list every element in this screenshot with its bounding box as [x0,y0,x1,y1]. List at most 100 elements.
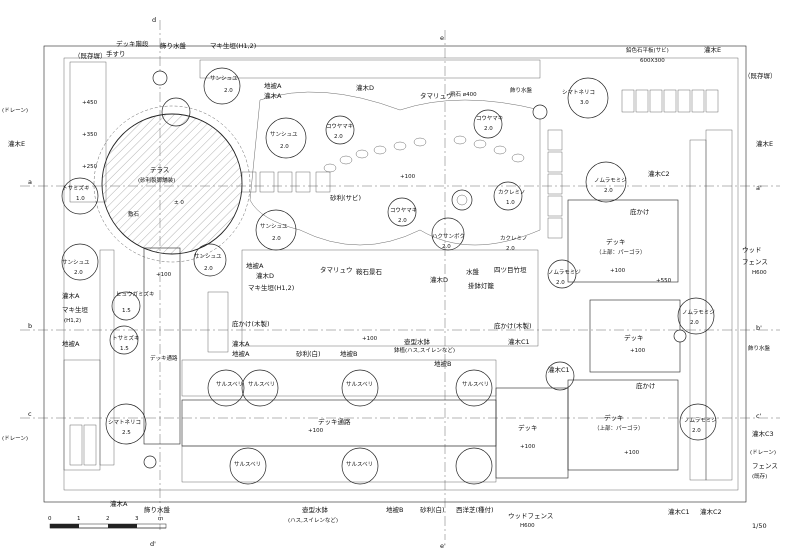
section-b: b [28,322,32,330]
kanboku-d-mid2: 灌木D [430,275,448,284]
kison-hei-right: （既存塀） [744,71,777,80]
deck-lower [495,387,569,479]
kouyamaki-3: コウヤマキ [390,206,417,214]
kakuremino-2-h: 2.0 [506,246,515,252]
kouyamaki-3-h: 2.0 [398,218,407,224]
drain-left-2: (ドレーン) [2,436,28,442]
kanboku-d-mid: 灌木D [256,271,274,280]
kouyamaki-2-h: 2.0 [484,126,493,132]
deck-top-sub: （上部：パーゴラ） [596,248,646,256]
kouyamaki-1-h: 2.0 [334,134,343,140]
sanshuyu-2: サンシュユ [270,131,298,138]
deck-walkway-label: デッキ通路 [318,417,351,426]
tamaryu-mid: タマリュウ [320,265,353,274]
deck-mid-label: デッキ [624,333,644,342]
sanshuyu-5-h: 2.0 [74,270,83,276]
kazari-suiban-bottom-label: 飾り水盤 [144,505,171,514]
maki-ikegaki-top-label: マキ生垣(H1,2) [210,41,256,50]
lawn-center [241,249,539,347]
nomura-3: ノムラモミジ [682,309,715,316]
hikage-mid: 庇かけ [636,381,656,390]
sarusuberi-4: サルスベリ [462,381,489,388]
sanshuyu-5: サンシュユ [62,259,90,266]
section-b-prime: b' [756,324,762,332]
kanboku-a-mid: 灌木A [232,339,250,348]
scale-tick-2: 2 [106,516,110,522]
wood-fence-right-h: H600 [752,270,767,276]
terrace-sub: (砂利製脚舗装) [138,176,175,184]
seiyou-shiba: 西洋芝(種付) [456,505,494,514]
scale-tick-0: 0 [48,516,52,522]
sanshuyu-4-h: 2.0 [204,266,213,272]
fence-right-sub: (既存) [752,472,767,480]
torisuzu-2-h: 1.5 [120,346,129,352]
deck-top-level2: +550 [656,278,672,284]
sanshuyu-4: サンシュユ [194,253,222,260]
torisuzu-2: トサミズキ [112,334,140,342]
scale-ratio: 1/50 [752,522,767,530]
wood-fence-bottom-h: H600 [520,523,535,529]
kyohon-label: 鉢植(ハス,スイレンなど) [394,346,455,354]
nomura-1-h: 2.0 [604,188,613,194]
nomura-1: ノムラモミジ [594,177,627,184]
site-boundary [43,45,747,503]
wood-fence-bottom: ウッドフェンス [508,512,553,520]
section-d: d [152,16,156,24]
deck-stair [69,61,107,203]
kanboku-c2-top: 灌木C2 [648,169,670,178]
kison-hei-left: （既存塀） [74,51,107,60]
kazari-suiban-top [152,70,168,86]
level-250: +250 [82,164,98,170]
kanboku-c1: 灌木C1 [508,337,530,346]
level-top-gravel: +100 [400,174,416,180]
nomura-2-h: 2.0 [556,280,565,286]
lawn-level: +100 [362,336,378,342]
toki-a-left: 地被A [62,339,80,348]
section-a-prime: a' [756,184,762,192]
wood-fence-right: ウッド [742,246,762,254]
section-d-prime: d' [150,540,156,548]
sanshuyu-2-h: 2.0 [280,144,289,150]
stepping-stones [323,135,525,173]
kakekake-label: 掛鉢灯籠 [468,281,495,290]
left-path [63,359,101,471]
deck-kaidan-label: デッキ階段 [116,39,149,48]
hakusan-h: 2.0 [442,244,451,250]
level-350: +350 [82,132,98,138]
inner-boundary [63,57,739,491]
deck-mid-level: +100 [630,348,646,354]
kyohon-bottom: (ハス,スイレンなど) [288,516,338,524]
planter-strip [181,359,497,397]
shimatoneriko-left-h: 2.5 [122,430,131,436]
jari-shiro: 砂利(白) [296,349,321,358]
hyuga-mizuki: ヒュウガミズキ [116,290,155,298]
deck-top-label: デッキ [606,237,626,246]
deck-walkway-left-label: デッキ通路 [150,354,178,362]
sarusuberi-1: サルスベリ [216,381,243,388]
scale-unit: m [158,516,163,522]
yotsume-label: 四ツ目竹垣 [494,265,527,274]
kazari-suiban-right2 [673,329,687,343]
kyohon-title: 壺型水鉢 [404,337,431,346]
fuseki-label: 敷石 [128,210,140,218]
planter-strip-bottom [181,445,497,483]
scale-bar [49,523,167,529]
deck-bot-r-level: +100 [624,450,640,456]
left-hedge [99,249,115,466]
stone-slab-column [547,129,563,239]
hikage-wood-label: 庇かけ(木製) [232,319,270,328]
stepping-slabs [241,171,331,193]
nomura-3-h: 2.0 [690,320,699,326]
sarusuberi-3: サルスベリ [346,381,373,388]
hikage-top: 庇かけ [630,207,650,216]
jari-sabi-label: 砂利(サビ) [330,193,361,202]
nomura-4: ノムラモミジ [684,417,717,424]
terrace [101,113,243,255]
ogata-ishi-label: 鉛色石平板(サビ) [626,46,669,54]
kouyamaki-2: コウヤマキ [476,114,503,122]
kakuremino-1: カクレミノ [498,189,526,196]
suiban-label: 水盤 [466,267,480,276]
section-c: c [28,410,32,418]
sanshuyu-1-h: 2.0 [224,88,233,94]
